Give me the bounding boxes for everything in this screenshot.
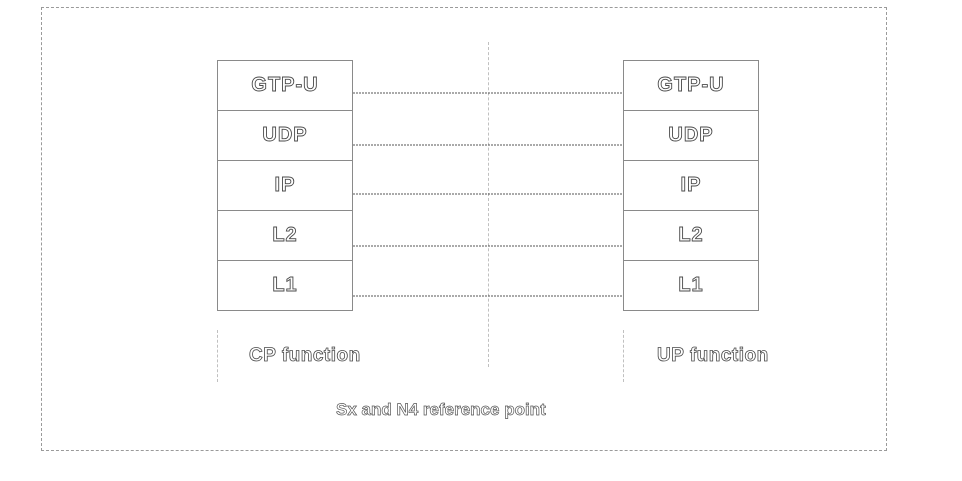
up-layer-l1: L1 [623, 260, 759, 311]
cp-layer-l2: L2 [217, 210, 353, 261]
diagram-frame [41, 7, 887, 451]
layer-label: IP [680, 174, 702, 197]
layer-label: UDP [668, 124, 714, 147]
right-function-guide [623, 330, 624, 382]
up-function-label: UP function [657, 345, 769, 367]
layer-label: L2 [272, 224, 298, 247]
layer-label: UDP [262, 124, 308, 147]
layer-label: GTP-U [657, 74, 725, 97]
layer-label: L1 [272, 274, 298, 297]
layer-label: L2 [678, 224, 704, 247]
up-layer-gtpu: GTP-U [623, 60, 759, 111]
up-layer-udp: UDP [623, 110, 759, 161]
up-layer-ip: IP [623, 160, 759, 211]
cp-layer-l1: L1 [217, 260, 353, 311]
reference-point-label: Sx and N4 reference point [336, 400, 546, 420]
cp-layer-ip: IP [217, 160, 353, 211]
cp-layer-gtpu: GTP-U [217, 60, 353, 111]
cp-layer-udp: UDP [217, 110, 353, 161]
layer-label: IP [274, 174, 296, 197]
center-divider [488, 42, 489, 367]
cp-protocol-stack: GTP-U UDP IP L2 L1 [217, 60, 353, 311]
up-protocol-stack: GTP-U UDP IP L2 L1 [623, 60, 759, 311]
layer-label: GTP-U [251, 74, 319, 97]
layer-label: L1 [678, 274, 704, 297]
cp-function-label: CP function [249, 345, 361, 367]
up-layer-l2: L2 [623, 210, 759, 261]
left-function-guide [217, 330, 218, 382]
